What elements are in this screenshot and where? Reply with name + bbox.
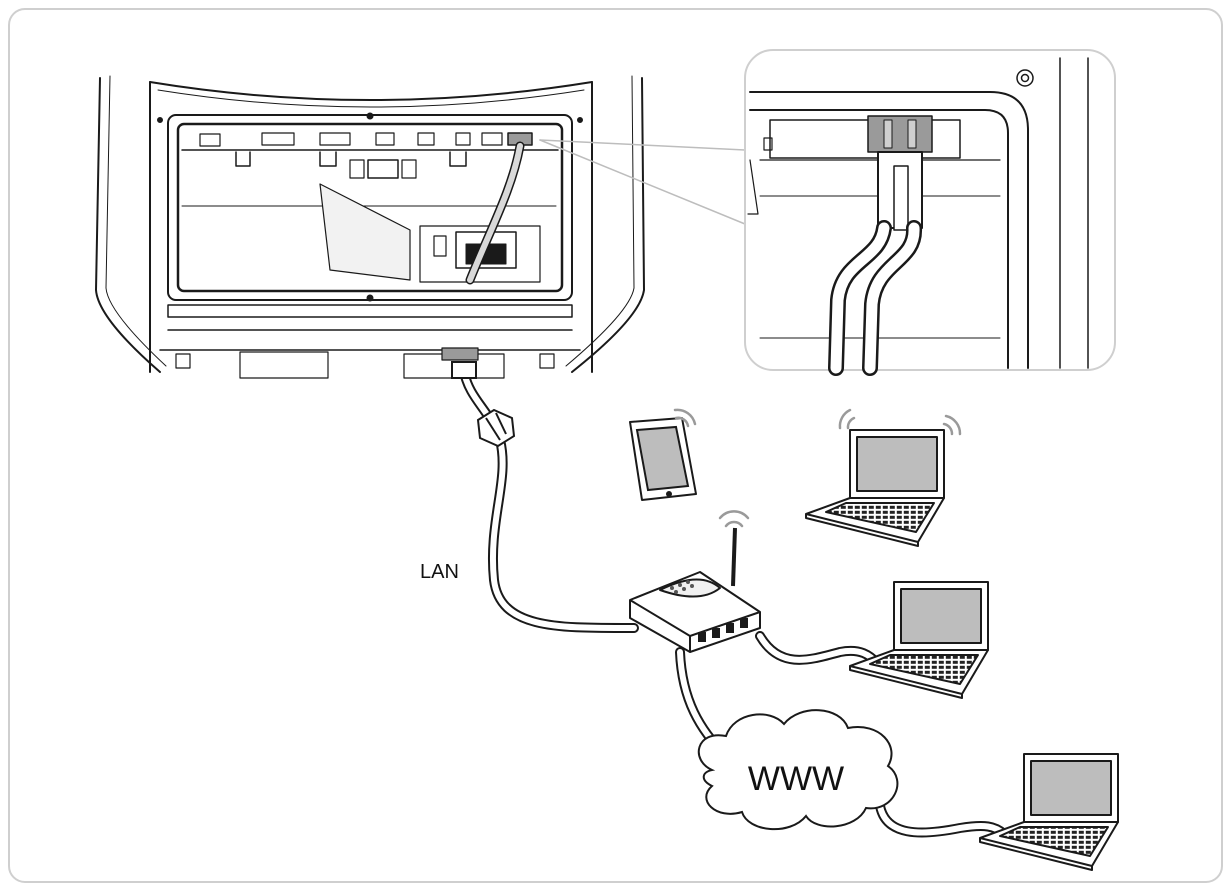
cloud-icon bbox=[697, 709, 899, 830]
router-icon bbox=[629, 527, 761, 653]
network-cables bbox=[459, 367, 1009, 839]
cable-gland bbox=[451, 361, 516, 448]
www-label: WWW bbox=[748, 760, 844, 798]
tablet-icon bbox=[629, 417, 697, 501]
laptop-1-icon bbox=[805, 429, 945, 547]
inverter-illustration bbox=[95, 75, 746, 379]
laptop-2-icon bbox=[849, 581, 989, 699]
lan-label: LAN bbox=[420, 561, 459, 583]
laptop-3-icon bbox=[979, 753, 1119, 871]
wifi-signal-icons bbox=[673, 408, 962, 528]
rj45-connector-detail bbox=[744, 49, 1116, 376]
